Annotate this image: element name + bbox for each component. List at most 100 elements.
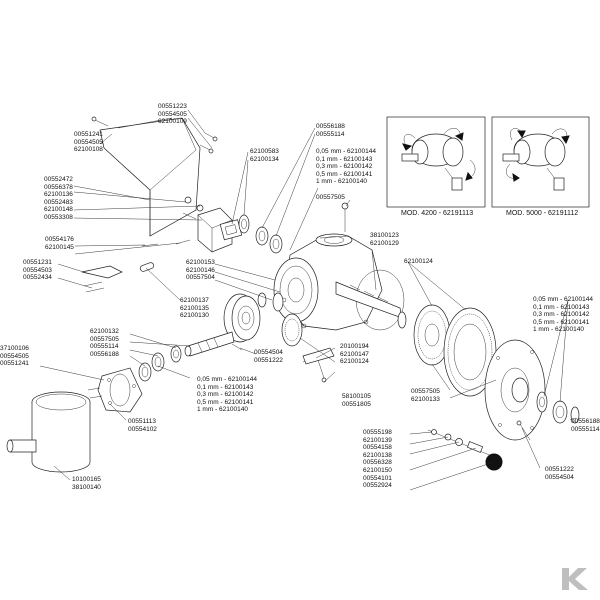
part-number-label: 0,05 mm - 62100144 [316,148,376,155]
part-number-label: 62100146 [186,266,215,274]
part-number-label: 62100130 [180,312,209,320]
bearing-flange [223,293,261,343]
part-number-label: 00556378 [44,183,73,191]
part-number-label: 1 mm - 62100140 [316,178,367,186]
part-number-label: 62100136 [44,191,73,199]
part-number-label: 62100148 [44,206,73,214]
part-number-label: 00554503 [23,266,52,274]
part-number-label: 00552434 [23,274,52,282]
part-number-label: 0,1 mm - 62100143 [316,155,373,163]
part-number-label: 10100165 [72,476,101,483]
part-number-label: 0,5 mm - 62100141 [197,398,254,406]
part-number-label: 62100583 [250,148,279,155]
label-group-7: 00557505 [316,194,345,202]
breather-plug [341,202,349,232]
part-number-label: 00551222 [545,466,574,473]
part-number-label: 00554505 [158,110,187,118]
pins-and-bolts [81,239,191,293]
part-number-label: 00556328 [363,459,392,467]
part-number-label: 00553308 [44,213,73,221]
part-number-label: 00551222 [254,356,283,364]
part-number-label: 00552924 [363,482,392,490]
mounting-flange [87,367,143,413]
part-number-label: 62100139 [363,436,392,444]
seal-rings-top [238,214,283,254]
part-number-label: 00554505 [74,138,103,146]
part-number-label: 00554102 [128,425,157,433]
guard-bolts [91,116,218,220]
part-number-label: 00551241 [74,131,103,138]
part-number-label: 00551231 [23,259,52,266]
part-number-label: 0,3 mm - 62100142 [316,163,373,171]
shaft-guard-cylinder [6,391,91,473]
part-number-label: 37100106 [0,345,29,352]
part-number-label: 62100135 [180,304,209,312]
part-number-label: 00555114 [316,130,345,138]
part-number-label: 62100137 [180,297,209,304]
part-number-label: 62100150 [363,466,392,474]
part-number-label: 00556188 [571,418,600,425]
part-number-label: 62100134 [250,155,279,163]
leader-lines [39,109,577,491]
left-seals [138,345,182,382]
part-number-label: 0,3 mm - 62100142 [533,311,590,319]
part-number-label: 38100123 [370,232,399,239]
part-number-label: 62100124 [404,258,433,265]
part-number-label: 1 mm - 62100140 [533,326,584,334]
part-number-label: 00554101 [363,474,392,482]
part-number-label: 0,05 mm - 62100144 [197,376,257,383]
part-number-label: 38100140 [72,483,101,491]
inset-gearbox-right [502,128,570,191]
part-number-label: 00554158 [363,444,392,452]
part-number-label: 00557505 [316,194,345,201]
part-number-label: 62100109 [158,118,187,126]
label-group-12: 62100124 [404,258,433,266]
part-number-label: 62100124 [340,358,369,366]
part-number-label: 00557505 [411,388,440,395]
part-number-label: 1 mm - 62100140 [197,406,248,414]
part-number-label: 0,1 mm - 62100143 [197,383,254,391]
part-number-label: 58100105 [342,393,371,400]
part-number-label: 00555198 [363,429,392,436]
part-number-label: 00552472 [44,176,73,183]
part-number-label: 00556188 [316,123,345,130]
part-number-label: 62100133 [411,395,440,403]
part-number-label: 00556188 [90,350,119,358]
output-shaft [335,281,407,329]
part-number-label: 00554504 [545,473,574,481]
part-number-label: 00551113 [128,418,156,425]
part-number-label: 20100194 [340,343,369,350]
center-bolts [231,343,335,383]
part-number-label: 0,3 mm - 62100142 [197,391,254,399]
part-number-label: 62100153 [186,259,215,266]
brand-logo-icon [562,568,588,590]
inset-gearbox-left [401,128,476,191]
part-number-label: 00554176 [45,236,74,243]
crown-gear-right [413,304,451,366]
part-number-label: 0,05 mm - 62100144 [533,296,593,303]
support-bracket [197,207,243,253]
part-number-label: 00557504 [186,274,215,282]
guard-plate [99,117,201,237]
part-number-label: 62100108 [74,146,103,154]
part-number-label: 00551223 [158,103,187,110]
part-number-label: 62100129 [370,239,399,247]
part-number-label: 00551805 [342,400,371,408]
mod-4200-label: MOD. 4200 - 62191113 [401,210,474,217]
